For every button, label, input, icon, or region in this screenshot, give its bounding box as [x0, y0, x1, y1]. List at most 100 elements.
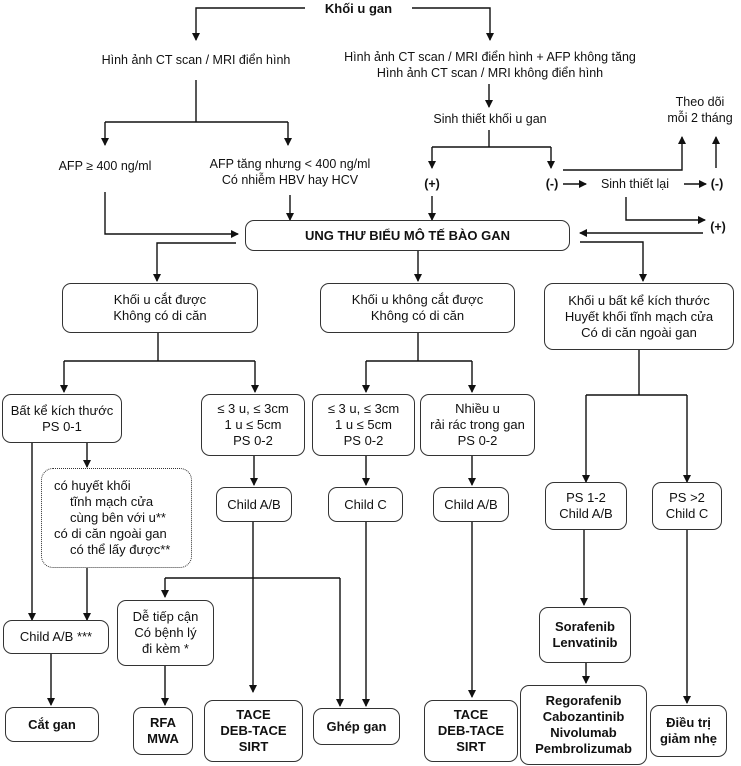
resectable-box: Khối u cắt được Không có di căn [62, 283, 258, 333]
multiple-tumors-line-3: PS 0-2 [457, 433, 498, 448]
child-ab-resect-box: Child A/B *** [3, 620, 109, 654]
small-tumor-a-line-2: 1 u ≤ 5cm [224, 417, 282, 432]
typical-imaging-text: Hình ảnh CT scan / MRI điển hình [101, 53, 291, 67]
child-c-text: Child C [344, 496, 387, 512]
small-tumor-b-line-1: ≤ 3 u, ≤ 3cm [327, 401, 400, 416]
unresectable-line-2: Không có di căn [370, 308, 465, 323]
thrombus-note-line-5: có thể lấy được** [70, 542, 171, 557]
small-tumor-b-line-2: 1 u ≤ 5cm [335, 417, 392, 432]
ablation-box: RFA MWA [133, 707, 193, 755]
small-tumor-a-line-3: PS 0-2 [233, 433, 273, 448]
connector [412, 7, 494, 41]
afp-mid-line-1: AFP tăng nhưng < 400 ng/ml [209, 157, 371, 171]
small-tumor-b-box: ≤ 3 u, ≤ 3cm 1 u ≤ 5cm PS 0-2 [312, 394, 415, 456]
thrombus-note-line-4: có di căn ngoài gan [54, 526, 167, 541]
title-text: Khối u gan [324, 0, 393, 16]
rebiopsy-negative-label: (-) [706, 175, 728, 193]
advanced-line-2: Huyết khối tĩnh mạch cửa [564, 308, 714, 324]
afp-high-text: AFP ≥ 400 ng/ml [58, 159, 152, 173]
multiple-tumors-line-2: rải rác trong gan [430, 417, 525, 432]
atypical-imaging-line-2: Hình ảnh CT scan / MRI không điển hình [376, 66, 604, 80]
mwa-text: MWA [147, 731, 179, 746]
palliative-line-2: giảm nhẹ [659, 731, 718, 746]
connector [580, 241, 647, 282]
tace-a-line-2: DEB-TACE [220, 723, 287, 738]
accessible-line-3: đi kèm * [142, 641, 189, 656]
child-ab-2-text: Child A/B [444, 496, 498, 512]
any-size-line-1: Bất kể kích thước [10, 402, 114, 418]
connector [625, 197, 706, 224]
rebiopsy-positive-text: (+) [710, 220, 726, 234]
any-size-box: Bất kể kích thước PS 0-1 [2, 394, 122, 443]
transplant-text: Ghép gan [326, 718, 387, 734]
afp-high-label: AFP ≥ 400 ng/ml [50, 156, 160, 176]
diagnosis-hcc-box: UNG THƯ BIỂU MÔ TẾ BÀO GAN [245, 220, 570, 251]
biopsy-negative-label: (-) [540, 175, 564, 193]
second-line-box: Regorafenib Cabozantinib Nivolumab Pembr… [520, 685, 647, 765]
unresectable-box: Khối u không cắt được Không có di căn [320, 283, 515, 333]
child-ab-box-1: Child A/B [216, 487, 292, 522]
resection-text: Cắt gan [28, 716, 76, 732]
regorafenib-text: Regorafenib [545, 693, 622, 708]
connector [192, 7, 305, 41]
ps-gt2-line-2: Child C [665, 506, 709, 521]
child-ab-box-2: Child A/B [433, 487, 509, 522]
ps12-line-1: PS 1-2 [566, 490, 606, 505]
accessible-box: Dễ tiếp cận Có bệnh lý đi kèm * [117, 600, 214, 666]
resectable-line-2: Không có di căn [113, 308, 207, 323]
small-tumor-b-line-3: PS 0-2 [343, 433, 384, 448]
any-size-line-2: PS 0-1 [42, 418, 82, 434]
thrombus-note-line-1: có huyết khối [54, 478, 131, 493]
thrombus-note-box: có huyết khối tĩnh mạch cửa cùng bên với… [41, 468, 192, 568]
pembrolizumab-text: Pembrolizumab [535, 741, 632, 756]
nivolumab-text: Nivolumab [550, 725, 617, 740]
afp-mid-line-2: Có nhiễm HBV hay HCV [221, 173, 359, 187]
connector [104, 192, 239, 238]
advanced-line-3: Có di căn ngoài gan [581, 324, 697, 340]
advanced-line-1: Khối u bất kể kích thước [568, 292, 710, 308]
resectable-line-1: Khối u cắt được [113, 292, 207, 307]
child-ab-resect-text: Child A/B *** [19, 629, 93, 644]
title-liver-mass: Khối u gan [305, 0, 412, 17]
multiple-tumors-box: Nhiều u rải rác trong gan PS 0-2 [420, 394, 535, 456]
typical-imaging-label: Hình ảnh CT scan / MRI điển hình [80, 50, 312, 70]
advanced-box: Khối u bất kể kích thước Huyết khối tĩnh… [544, 283, 734, 350]
sorafenib-box: Sorafenib Lenvatinib [539, 607, 631, 663]
palliative-line-1: Điều trị [666, 715, 711, 730]
accessible-line-2: Có bệnh lý [134, 625, 197, 640]
negative-text: (-) [545, 177, 559, 191]
follow-up-line-1: Theo dõi [675, 95, 725, 109]
cabozantinib-text: Cabozantinib [542, 709, 625, 724]
tace-b-line-3: SIRT [456, 739, 486, 754]
ps-gt2-line-1: PS >2 [669, 490, 705, 505]
atypical-imaging-label: Hình ảnh CT scan / MRI điển hình + AFP k… [322, 47, 658, 83]
sorafenib-text: Sorafenib [555, 619, 615, 634]
rebiopsy-negative-text: (-) [710, 177, 724, 191]
follow-up-label: Theo dõi mỗi 2 tháng [660, 92, 740, 128]
thrombus-note-line-2: tĩnh mạch cửa [70, 494, 154, 509]
biopsy-label: Sinh thiết khối u gan [420, 109, 560, 129]
connector [563, 136, 686, 171]
ps12-line-2: Child A/B [559, 506, 613, 521]
resection-box: Cắt gan [5, 707, 99, 742]
palliative-box: Điều trị giảm nhẹ [650, 705, 727, 757]
rfa-text: RFA [150, 715, 176, 730]
rebiopsy-positive-label: (+) [706, 218, 730, 236]
positive-text: (+) [424, 177, 440, 191]
unresectable-line-1: Khối u không cắt được [351, 292, 484, 307]
diagnosis-text: UNG THƯ BIỂU MÔ TẾ BÀO GAN [304, 227, 511, 243]
tace-a-line-3: SIRT [238, 739, 269, 754]
tace-b-line-1: TACE [453, 707, 489, 722]
biopsy-text: Sinh thiết khối u gan [433, 112, 547, 126]
transplant-box: Ghép gan [313, 708, 400, 745]
accessible-line-1: Dễ tiếp cận [132, 609, 199, 624]
child-c-box: Child C [328, 487, 403, 522]
biopsy-positive-label: (+) [420, 175, 444, 193]
tace-a-line-1: TACE [236, 707, 271, 722]
follow-up-line-2: mỗi 2 tháng [667, 111, 733, 125]
rebiopsy-text: Sinh thiết lại [600, 177, 670, 191]
rebiopsy-label: Sinh thiết lại [588, 175, 682, 193]
lenvatinib-text: Lenvatinib [552, 635, 618, 650]
connector [153, 242, 236, 282]
